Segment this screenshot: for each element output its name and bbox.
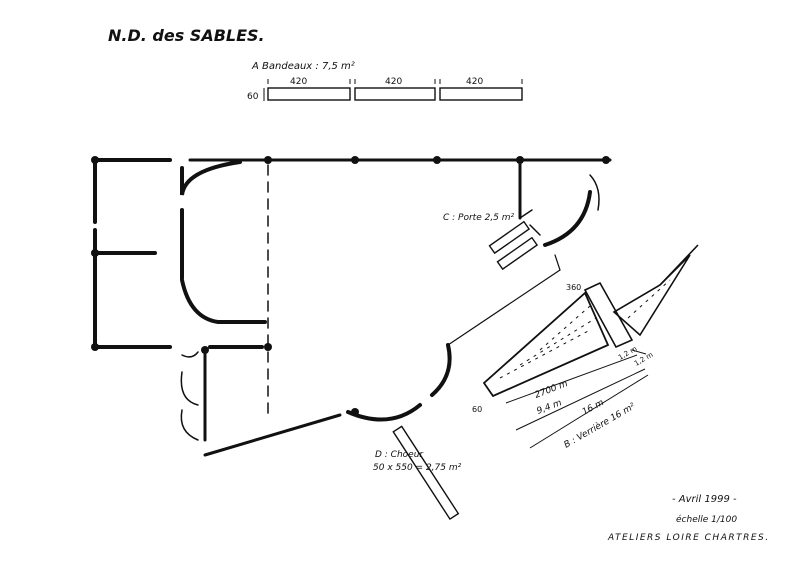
verriere-len-a: 2700 m [533,379,569,401]
verriere-main-triangle [482,291,610,398]
bandeau-strip-2 [354,87,436,101]
bandeaux-group: A Bandeaux : 7,5 m² 60 420 420 420 [247,61,523,102]
choeur-strip [392,425,460,521]
footer-scale: échelle 1/100 [676,514,737,525]
footer-date: - Avril 1999 - [672,494,737,505]
verriere-len-c: 16 m [581,398,606,418]
verriere-dim-top: 360 [566,283,581,292]
verriere-upper-triangle [612,254,691,337]
porte-panel-2 [496,236,539,271]
porte-panel-1 [488,220,531,255]
bandeau-strip-1 [267,87,351,101]
bandeau-segment-3: 420 [466,77,483,87]
floor-plan [91,156,612,457]
bandeau-strip-3 [439,87,523,101]
bandeau-segment-1: 420 [290,77,307,87]
bandeaux-height-label: 60 [247,92,259,102]
footer: - Avril 1999 - échelle 1/100 ATELIERS LO… [607,494,770,543]
porte-label: C : Porte 2,5 m² [443,213,515,223]
porte-group: C : Porte 2,5 m² [443,213,539,271]
bandeaux-label: A Bandeaux : 7,5 m² [251,61,355,72]
bandeau-segment-2: 420 [385,77,402,87]
footer-company: ATELIERS LOIRE CHARTRES. [607,533,770,543]
verriere-group [482,244,699,449]
choeur-label: D : Choeur [375,450,424,460]
choeur-dims: 50 x 550 = 2,75 m² [373,463,462,473]
verriere-dim-width: 60 [472,405,482,414]
plan-title: N.D. des SABLES. [108,26,265,45]
choeur-group: D : Choeur 50 x 550 = 2,75 m² [373,425,462,521]
verriere-rect-panel [583,281,634,349]
